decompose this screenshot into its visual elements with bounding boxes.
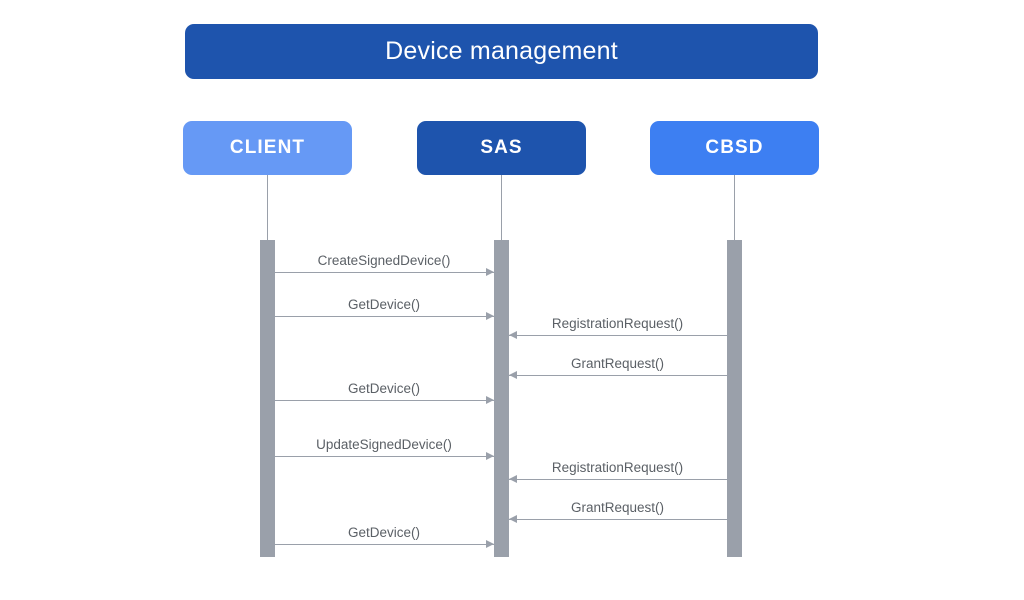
- participant-label-client: CLIENT: [229, 137, 306, 158]
- message-line-icon: [274, 316, 494, 317]
- arrow-right-icon: [485, 396, 494, 404]
- message-label: GetDevice(): [347, 525, 420, 540]
- activation-bar-cbsd: [726, 240, 742, 557]
- arrow-left-icon: [508, 515, 517, 523]
- message-label: GrantRequest(): [570, 500, 665, 515]
- message-line-icon: [508, 335, 727, 336]
- message-label: CreateSignedDevice(): [317, 253, 451, 268]
- message-line-icon: [274, 456, 494, 457]
- activation-bar-client: [259, 240, 275, 557]
- arrow-right-icon: [485, 540, 494, 548]
- arrow-left-icon: [508, 371, 517, 379]
- message-label: RegistrationRequest(): [551, 316, 684, 331]
- message-3[interactable]: RegistrationRequest(): [508, 316, 727, 339]
- participant-box-cbsd[interactable]: CBSD: [650, 121, 819, 175]
- message-9[interactable]: GetDevice(): [274, 525, 494, 548]
- message-7[interactable]: RegistrationRequest(): [508, 460, 727, 483]
- message-line-icon: [274, 272, 494, 273]
- message-line-icon: [274, 400, 494, 401]
- arrow-left-icon: [508, 331, 517, 339]
- message-line-icon: [508, 375, 727, 376]
- message-6[interactable]: UpdateSignedDevice(): [274, 437, 494, 460]
- message-label: GetDevice(): [347, 381, 420, 396]
- message-label: UpdateSignedDevice(): [316, 437, 452, 452]
- message-5[interactable]: GetDevice(): [274, 381, 494, 404]
- message-label: GetDevice(): [347, 297, 420, 312]
- arrow-left-icon: [508, 475, 517, 483]
- arrow-right-icon: [485, 312, 494, 320]
- participant-label-cbsd: CBSD: [705, 137, 764, 158]
- message-line-icon: [508, 519, 727, 520]
- diagram-title-banner: Device management: [185, 24, 818, 79]
- message-8[interactable]: GrantRequest(): [508, 500, 727, 523]
- message-4[interactable]: GrantRequest(): [508, 356, 727, 379]
- message-1[interactable]: CreateSignedDevice(): [274, 253, 494, 276]
- lifeline-sas: [501, 175, 502, 240]
- lifeline-client: [267, 175, 268, 240]
- diagram-title: Device management: [385, 37, 618, 65]
- participant-box-sas[interactable]: SAS: [417, 121, 586, 175]
- arrow-right-icon: [485, 268, 494, 276]
- message-2[interactable]: GetDevice(): [274, 297, 494, 320]
- arrow-right-icon: [485, 452, 494, 460]
- message-label: RegistrationRequest(): [551, 460, 684, 475]
- lifeline-cbsd: [734, 175, 735, 240]
- message-line-icon: [508, 479, 727, 480]
- participant-box-client[interactable]: CLIENT: [183, 121, 352, 175]
- participant-label-sas: SAS: [480, 137, 523, 158]
- activation-bar-sas: [493, 240, 509, 557]
- message-label: GrantRequest(): [570, 356, 665, 371]
- message-line-icon: [274, 544, 494, 545]
